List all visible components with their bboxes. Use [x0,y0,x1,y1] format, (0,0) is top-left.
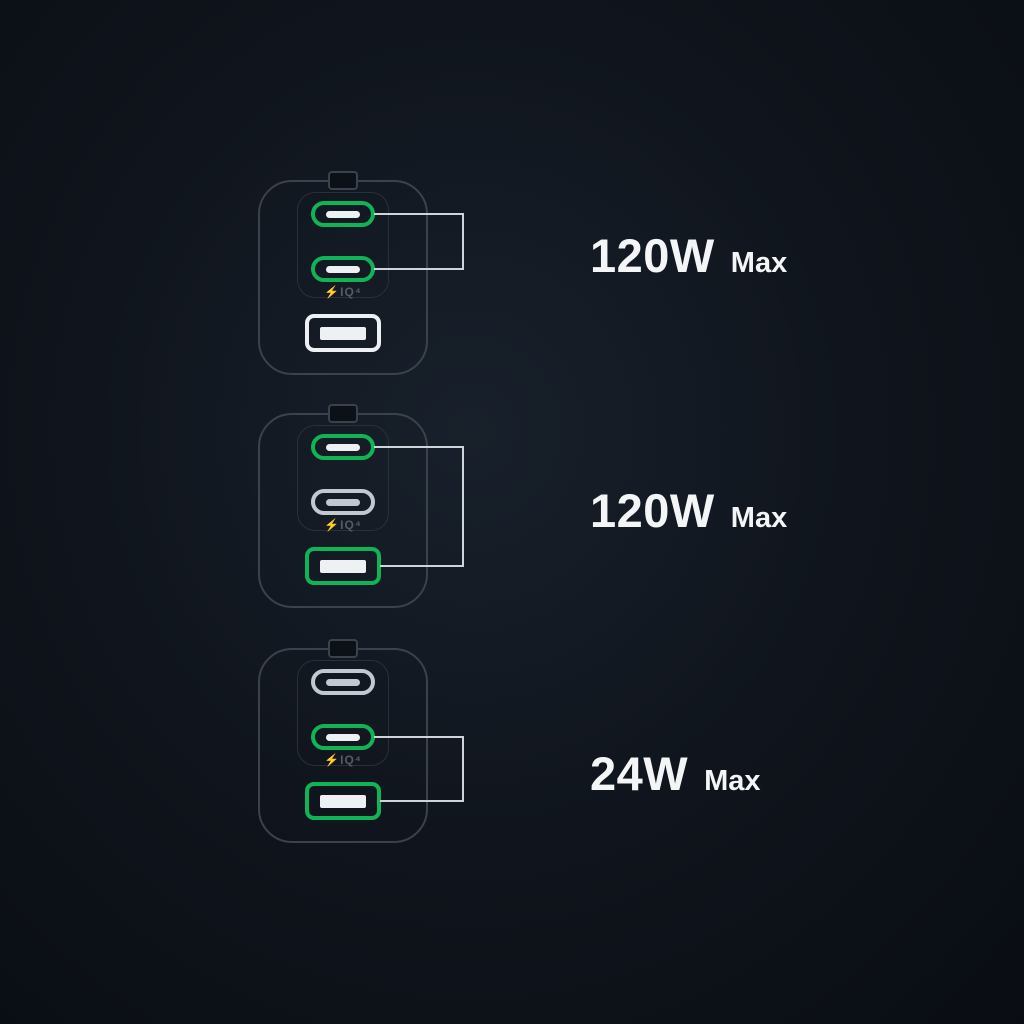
power-value: 120W [590,484,715,537]
usb-a-pin [320,559,366,573]
plug-icon [328,639,358,658]
usb-c-pin [326,733,360,741]
usb-c-port-1 [311,201,375,227]
connector-line-top [374,736,464,738]
poweriq-label: ⚡IQ⁴ [324,518,362,532]
power-label-2: 120W Max [590,483,787,538]
power-label-1: 120W Max [590,228,787,283]
connector-line-bracket [462,446,464,567]
usb-c-pin [326,498,360,506]
usb-c-port-2 [311,256,375,282]
usb-c-port-1 [311,669,375,695]
usb-c-pin [326,265,360,273]
usb-c-pin [326,443,360,451]
poweriq-label: ⚡IQ⁴ [324,285,362,299]
power-value: 120W [590,229,715,282]
charger-diagram-2: ⚡IQ⁴ [258,404,428,608]
usb-c-pin [326,678,360,686]
plug-icon [328,171,358,190]
usb-a-pin [320,794,366,808]
usb-a-port [305,547,381,585]
connector-line-bracket [462,736,464,802]
charger-diagram-3: ⚡IQ⁴ [258,639,428,843]
usb-c-port-2 [311,724,375,750]
plug-icon [328,404,358,423]
connector-line-top [374,213,464,215]
connector-line-bracket [462,213,464,270]
usb-c-port-1 [311,434,375,460]
power-suffix: Max [730,502,788,534]
usb-c-port-2 [311,489,375,515]
usb-c-panel-outline [297,660,389,766]
power-suffix: Max [704,765,761,797]
power-label-3: 24W Max [590,746,761,801]
power-suffix: Max [730,247,788,279]
connector-line-top [374,446,464,448]
usb-c-panel-outline [297,425,389,531]
usb-a-port [305,782,381,820]
connector-line-bottom [380,800,464,802]
poweriq-label: ⚡IQ⁴ [324,753,362,767]
charger-diagram-1: ⚡IQ⁴ [258,171,428,375]
power-value: 24W [590,747,689,800]
usb-c-panel-outline [297,192,389,298]
usb-a-port [305,314,381,352]
usb-c-pin [326,210,360,218]
usb-a-pin [320,326,366,340]
connector-line-bottom [380,565,464,567]
connector-line-bottom [374,268,464,270]
